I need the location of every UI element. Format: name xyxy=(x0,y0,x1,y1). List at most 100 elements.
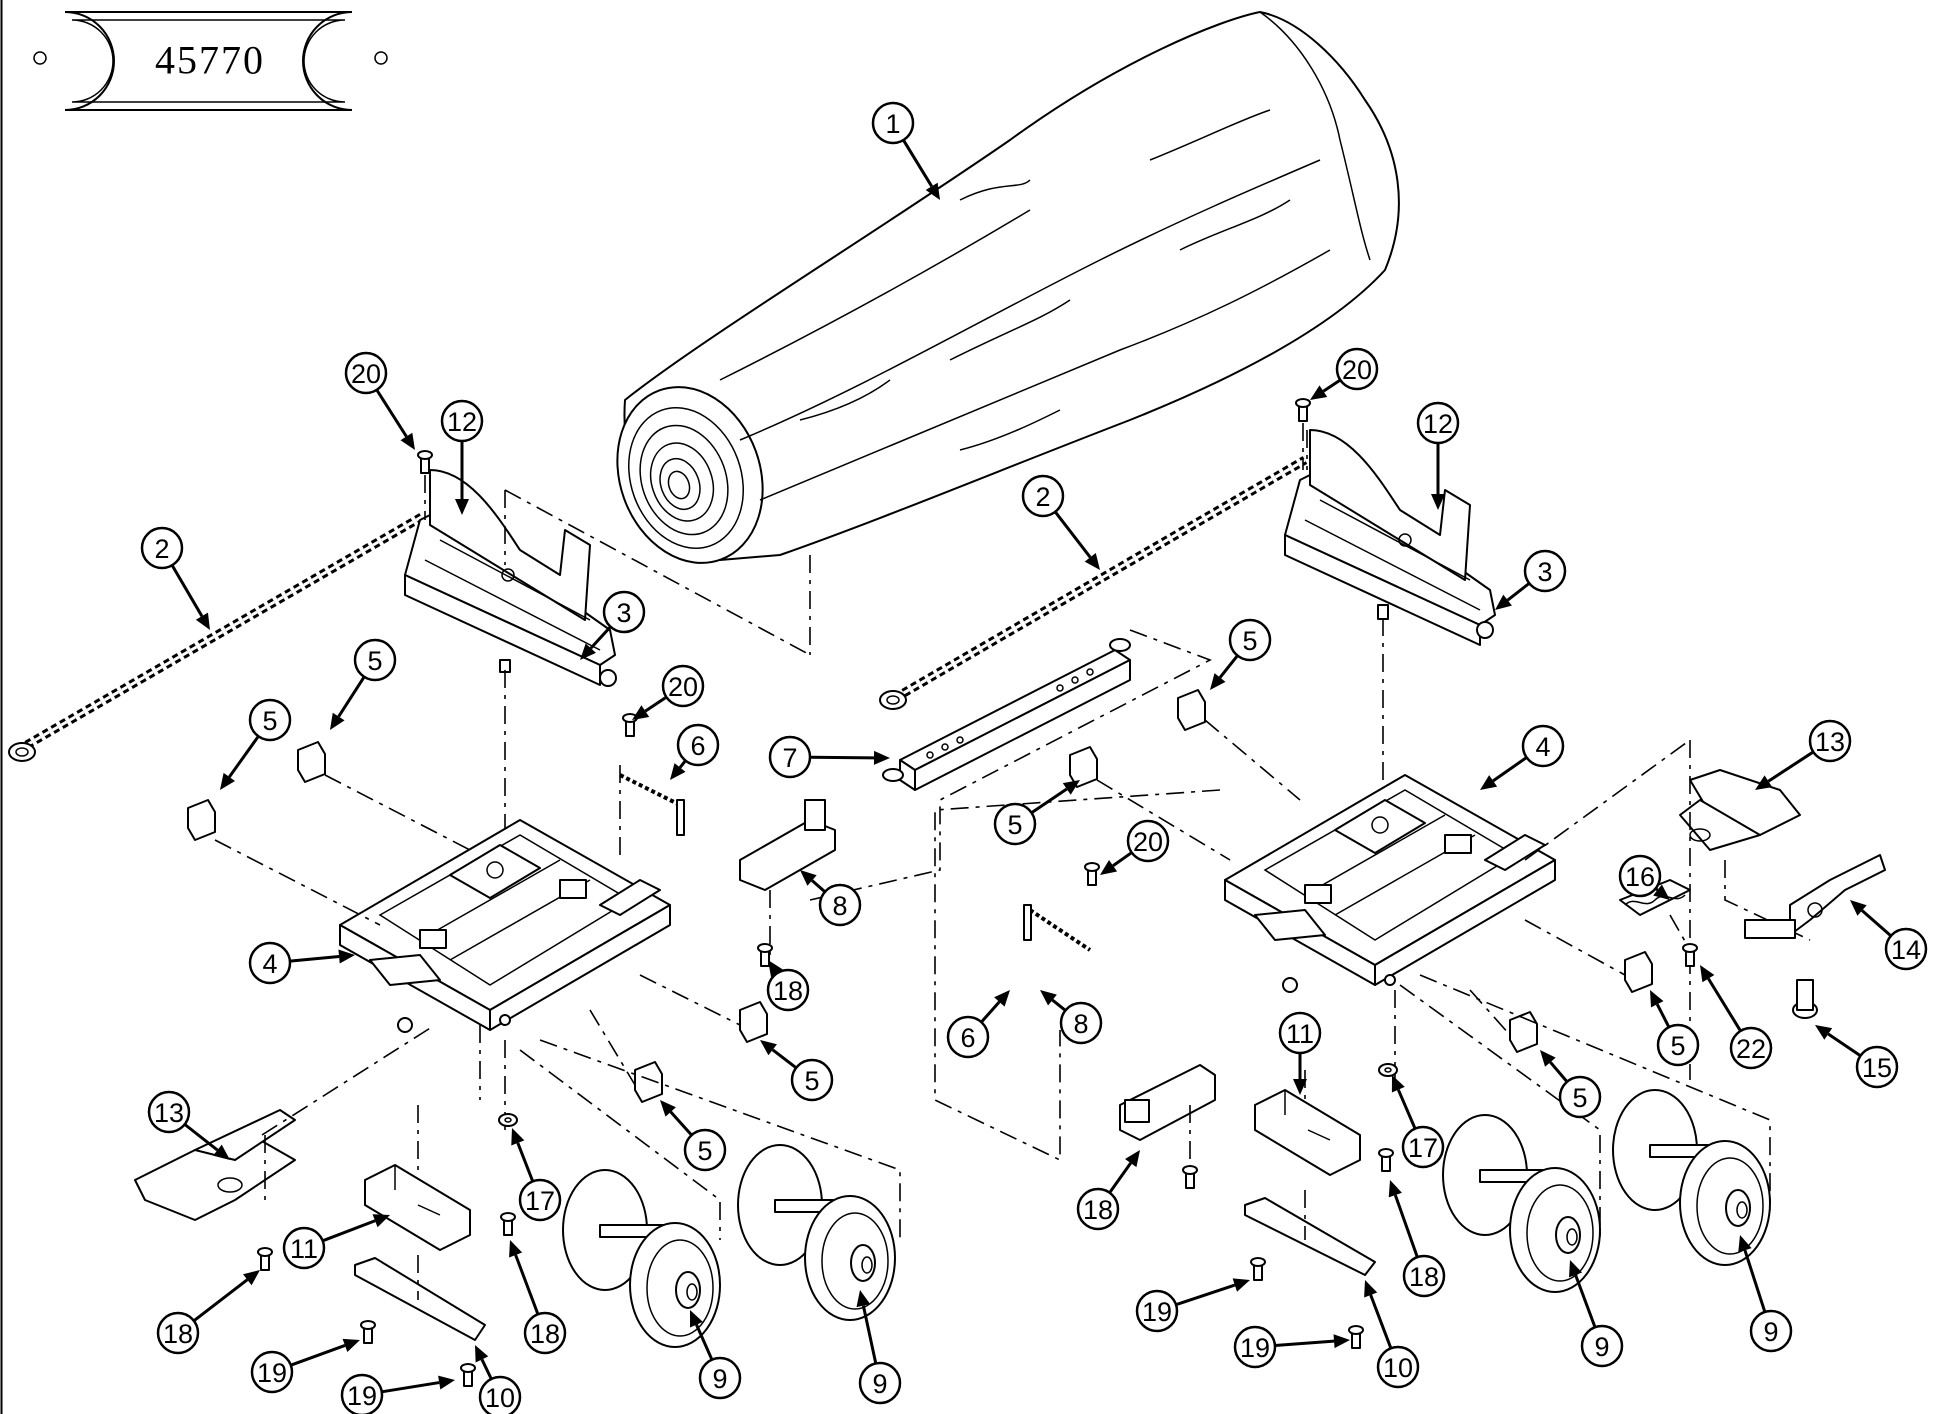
callout-bubble: 2 xyxy=(1021,474,1065,518)
leader-arrowhead xyxy=(1738,1235,1752,1253)
uncoupling-pins xyxy=(619,773,1092,952)
callout-bubble: 20 xyxy=(344,351,388,395)
leader-line xyxy=(1743,1249,1767,1313)
leader-line xyxy=(375,389,408,438)
leader-line xyxy=(514,1254,540,1315)
leader-arrowhead xyxy=(660,1100,676,1117)
leader-arrowhead xyxy=(213,1144,230,1160)
callout-label: 17 xyxy=(525,1186,555,1216)
leader-arrowhead xyxy=(1100,860,1118,875)
chain-right xyxy=(879,456,1308,710)
leader-arrowhead xyxy=(330,712,345,730)
leader-line xyxy=(589,625,612,650)
callout-bubble: 19 xyxy=(250,1350,294,1394)
callout-bubble: 6 xyxy=(676,723,720,767)
leader-arrowhead xyxy=(1755,775,1773,790)
side-frame-plate-right xyxy=(1244,1197,1376,1276)
leader-arrowhead xyxy=(511,1128,525,1146)
leader-arrowhead xyxy=(1540,1050,1556,1067)
leader-line xyxy=(669,1110,693,1137)
side-frame-plate-left xyxy=(354,1257,486,1341)
callout-bubble: 19 xyxy=(340,1373,384,1414)
leader-line xyxy=(980,1000,1001,1024)
callout-label: 19 xyxy=(1240,1333,1270,1363)
callout-bubble: 8 xyxy=(818,883,862,927)
leader-line xyxy=(1655,1003,1671,1028)
leader-arrowhead xyxy=(1850,900,1867,916)
callout-bubble: 10 xyxy=(478,1375,522,1414)
callout-bubble: 19 xyxy=(1233,1325,1277,1369)
drawbar xyxy=(882,638,1131,791)
callout-bubble: 15 xyxy=(1855,1045,1899,1089)
callout-bubble: 4 xyxy=(248,941,292,985)
leader-arrowhead xyxy=(1569,1260,1583,1278)
leader-line xyxy=(644,695,668,713)
leader-arrowhead xyxy=(220,772,235,790)
callout-bubble: 3 xyxy=(602,590,646,634)
leader-arrowhead xyxy=(1293,1079,1307,1095)
callout-bubble: 5 xyxy=(248,698,292,742)
leader-line xyxy=(1054,510,1092,559)
callout-bubble: 20 xyxy=(661,664,705,708)
leader-arrowhead xyxy=(1650,990,1664,1008)
leader-line xyxy=(1175,1283,1236,1307)
hardware-screws xyxy=(257,398,1698,1387)
callout-label: 5 xyxy=(367,646,382,676)
callout-label: 6 xyxy=(960,1023,975,1053)
callout-bubble: 18 xyxy=(1402,1254,1446,1298)
callout-label: 4 xyxy=(1535,732,1550,762)
leader-arrowhead xyxy=(1210,673,1226,690)
wheelset-left-2 xyxy=(737,1144,896,1321)
callout-label: 10 xyxy=(485,1383,515,1413)
leader-line xyxy=(290,1344,346,1367)
leader-arrowhead xyxy=(400,432,415,450)
side-bearings xyxy=(187,689,1653,1103)
leader-line xyxy=(322,1219,376,1243)
callout-label: 18 xyxy=(530,1319,560,1349)
callout-bubble: 22 xyxy=(1729,1026,1773,1070)
coupler-pockets xyxy=(739,799,1216,1141)
leader-arrowhead xyxy=(509,1240,523,1258)
leader-arrowhead xyxy=(1653,884,1670,900)
callout-label: 20 xyxy=(668,672,698,702)
coupler-right xyxy=(1679,769,1801,851)
leader-arrowhead xyxy=(994,990,1010,1007)
callout-bubble: 1 xyxy=(871,101,915,145)
leader-line xyxy=(1322,378,1342,393)
leader-line xyxy=(678,759,687,769)
callout-bubble: 13 xyxy=(147,1090,191,1134)
callout-label: 3 xyxy=(1537,557,1552,587)
callout-label: 17 xyxy=(1408,1133,1438,1163)
leader-line xyxy=(1112,851,1133,867)
leader-line xyxy=(381,1381,440,1394)
callout-label: 19 xyxy=(347,1381,377,1411)
leader-line xyxy=(289,955,340,963)
leader-arrowhead xyxy=(1333,1334,1350,1349)
callout-bubble: 9 xyxy=(858,1361,902,1405)
leader-arrowhead xyxy=(243,1270,260,1286)
callout-label: 7 xyxy=(782,743,797,773)
callout-label: 13 xyxy=(1815,727,1845,757)
leader-arrowhead xyxy=(438,1375,455,1390)
callout-label: 13 xyxy=(154,1098,184,1128)
leader-line xyxy=(902,139,933,188)
leader-arrowhead xyxy=(1700,965,1715,983)
callout-label: 12 xyxy=(447,407,477,437)
callout-label: 22 xyxy=(1736,1034,1766,1064)
leader-line xyxy=(1218,654,1239,679)
callout-bubble: 18 xyxy=(1076,1187,1120,1231)
callout-label: 8 xyxy=(832,891,847,921)
leader-arrowhead xyxy=(1431,494,1445,510)
callout-label: 1 xyxy=(885,109,900,139)
callout-label: 18 xyxy=(773,976,803,1006)
callout-leaders xyxy=(170,139,1892,1394)
callout-bubble: 19 xyxy=(1135,1289,1179,1333)
leader-line xyxy=(516,1142,535,1182)
leader-line xyxy=(1030,787,1068,815)
callout-label: 5 xyxy=(1670,1031,1685,1061)
callout-label: 15 xyxy=(1862,1053,1892,1083)
callout-bubble: 6 xyxy=(946,1015,990,1059)
leader-line xyxy=(1051,998,1067,1012)
